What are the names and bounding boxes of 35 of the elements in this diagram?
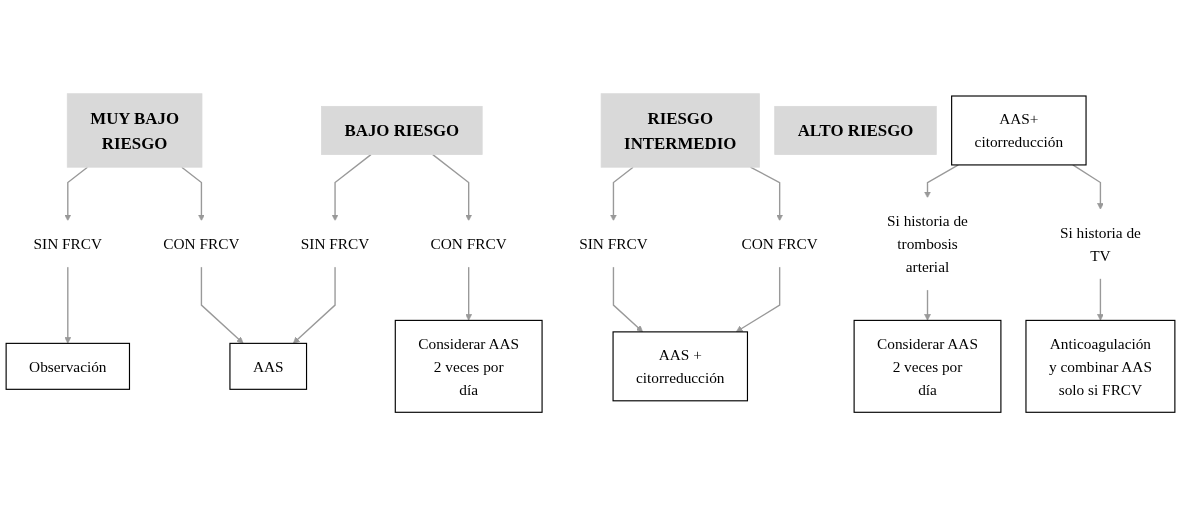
node-box: BAJO RIESGO xyxy=(321,105,483,155)
arrow xyxy=(181,166,205,222)
node-box: AAS + citorreducción xyxy=(612,331,749,402)
node-box: Observación xyxy=(5,342,131,390)
arrow xyxy=(200,266,244,344)
arrow xyxy=(610,166,634,222)
node-text: Si historia de trombosis arterial xyxy=(887,212,968,276)
node-box: MUY BAJO RIESGO xyxy=(66,93,203,168)
node-box: Anticoagulación y combinar AAS solo si FRCV xyxy=(1025,319,1176,413)
node-text: CON FRCV xyxy=(430,235,507,253)
arrow xyxy=(465,266,473,321)
node-box: Considerar AAS 2 veces por día xyxy=(853,319,1002,413)
arrow xyxy=(64,266,72,344)
node-text: SIN FRCV xyxy=(33,235,103,253)
arrow xyxy=(293,266,336,344)
arrow xyxy=(735,266,781,333)
node-text: Si historia de TV xyxy=(1060,223,1141,264)
arrow xyxy=(924,164,960,199)
node-box: RIESGO INTERMEDIO xyxy=(600,93,760,168)
node-box: AAS xyxy=(229,342,308,390)
node-box: Considerar AAS 2 veces por día xyxy=(394,319,543,413)
node-box: AAS+ citorreducción xyxy=(951,95,1087,166)
arrow xyxy=(749,166,784,222)
arrow xyxy=(432,153,473,222)
node-text: CON FRCV xyxy=(741,235,818,253)
node-text: CON FRCV xyxy=(163,235,240,253)
arrow xyxy=(1072,164,1104,210)
node-text: SIN FRCV xyxy=(300,235,370,253)
arrow xyxy=(612,266,643,333)
node-box: ALTO RIESGO xyxy=(774,105,937,155)
arrow xyxy=(331,153,372,222)
arrow xyxy=(64,166,89,222)
arrow xyxy=(1097,277,1104,321)
node-text: SIN FRCV xyxy=(579,235,648,253)
arrow xyxy=(924,289,931,321)
